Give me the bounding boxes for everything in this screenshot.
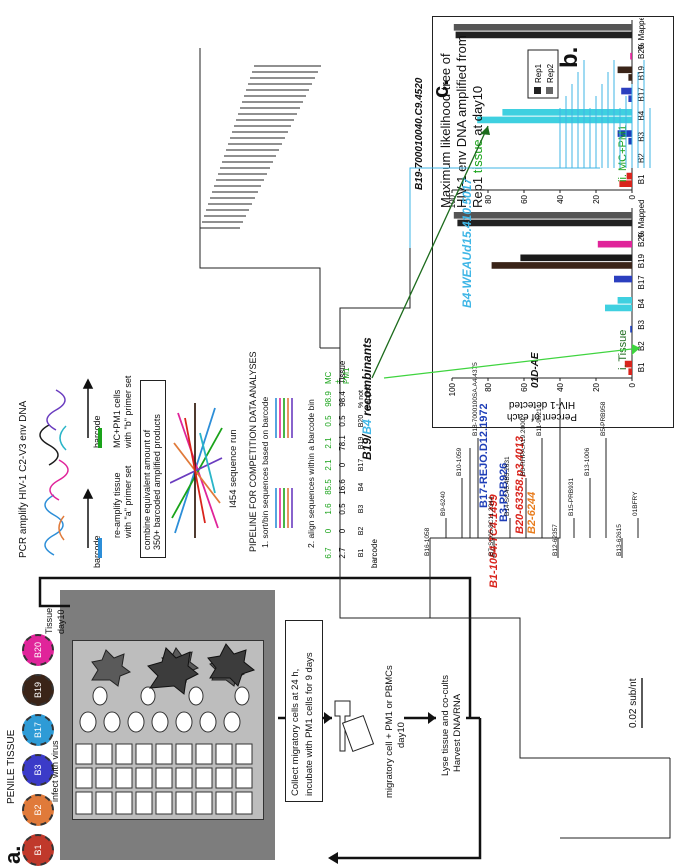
tree-branch xyxy=(560,758,671,839)
y-tick-label: 20 xyxy=(592,194,601,203)
y-tick-label: 80 xyxy=(484,382,493,391)
tree-branch xyxy=(429,538,670,759)
x-tick-label: B20 xyxy=(637,232,646,247)
flask-icon xyxy=(334,700,375,753)
y-tick-label: 20 xyxy=(592,382,601,391)
bar-B4-Rep1 xyxy=(605,304,632,312)
bar-B4-Rep2 xyxy=(502,109,633,116)
y-tick-label: 0 xyxy=(628,382,637,387)
x-tick-label: B20 xyxy=(637,44,646,59)
x-tick-label: % Mapped xyxy=(637,200,646,238)
bar-B17-Rep2 xyxy=(614,275,632,283)
tree-branch xyxy=(430,448,471,539)
bar-B19-Rep2 xyxy=(617,66,633,74)
x-tick-label: B3 xyxy=(637,319,646,329)
tree-branch xyxy=(430,398,561,539)
x-tick-label: B4 xyxy=(637,110,646,120)
bar-B17-Rep1 xyxy=(628,95,632,102)
x-tick-label: B19 xyxy=(637,253,646,268)
bar-B4-Rep2 xyxy=(617,297,633,304)
x-tick-label: B3 xyxy=(637,131,646,141)
bar-B3-Rep1 xyxy=(628,137,632,145)
bar-B1-Rep2 xyxy=(624,360,633,368)
y-tick-label: 40 xyxy=(556,382,565,391)
x-tick-label: B17 xyxy=(637,87,646,102)
legend-swatch-rep2 xyxy=(546,87,553,94)
bar-B1-Rep2 xyxy=(626,172,633,180)
bar-% Mapped-Rep2 xyxy=(453,24,632,31)
x-tick-label: B4 xyxy=(637,298,646,308)
bar-B20-Rep1 xyxy=(597,240,633,248)
tree-branch xyxy=(339,248,411,348)
x-tick-label: B1 xyxy=(637,362,646,372)
y-axis-label-1: Percent of each xyxy=(507,411,577,422)
legend-box xyxy=(527,49,559,99)
tree-branch xyxy=(409,167,600,248)
x-tick-label: B2 xyxy=(637,341,646,351)
mixed-products-drawing xyxy=(170,403,223,538)
y-tick-label: 60 xyxy=(520,382,529,391)
bar-B19-Rep2 xyxy=(520,254,632,262)
y-tick-label: 60 xyxy=(520,194,529,203)
y-axis-label-2: HIV-1 detected xyxy=(509,399,575,410)
y-tick-label: 40 xyxy=(556,194,565,203)
bar-% Mapped-Rep2 xyxy=(453,212,632,219)
barcode-arrows xyxy=(82,378,102,558)
bar-% Mapped-Rep1 xyxy=(455,31,632,39)
bar-B1-Rep1 xyxy=(628,368,632,375)
binned-sequences-drawing xyxy=(275,398,293,528)
x-tick-label: B2 xyxy=(637,153,646,163)
tree-branches xyxy=(199,48,671,839)
y-tick-label: 80 xyxy=(484,194,493,203)
pcr-strands-drawing xyxy=(39,389,69,556)
bar-B17-Rep2 xyxy=(621,87,632,95)
y-tick-label: 100 xyxy=(448,194,457,208)
bar-% Mapped-Rep1 xyxy=(457,219,633,227)
legend-rep1: Rep1 xyxy=(534,63,543,83)
process-arrows xyxy=(38,576,482,864)
bar-B3-Rep1 xyxy=(630,325,632,333)
legend-rep2: Rep2 xyxy=(546,63,555,83)
dendritic-cells-drawing xyxy=(147,643,256,695)
bar-B20-Rep1 xyxy=(630,52,632,60)
bar-B4-Rep1 xyxy=(477,116,633,124)
tree-branch xyxy=(320,347,430,619)
bar-B1-Rep1 xyxy=(619,180,632,187)
x-tick-label: B17 xyxy=(637,275,646,290)
x-tick-label: B1 xyxy=(637,174,646,184)
tree-branch xyxy=(199,228,321,348)
y-tick-label: 0 xyxy=(628,194,637,199)
bar-B19-Rep1 xyxy=(628,74,632,81)
legend-swatch-rep1 xyxy=(534,87,541,94)
b4-clade xyxy=(409,60,651,248)
x-tick-label: % Mapped xyxy=(637,18,646,50)
y-tick-label: 100 xyxy=(448,382,457,396)
bar-B3-Rep2 xyxy=(617,130,633,137)
x-tick-label: B19 xyxy=(637,65,646,80)
bar-B19-Rep1 xyxy=(491,262,632,269)
